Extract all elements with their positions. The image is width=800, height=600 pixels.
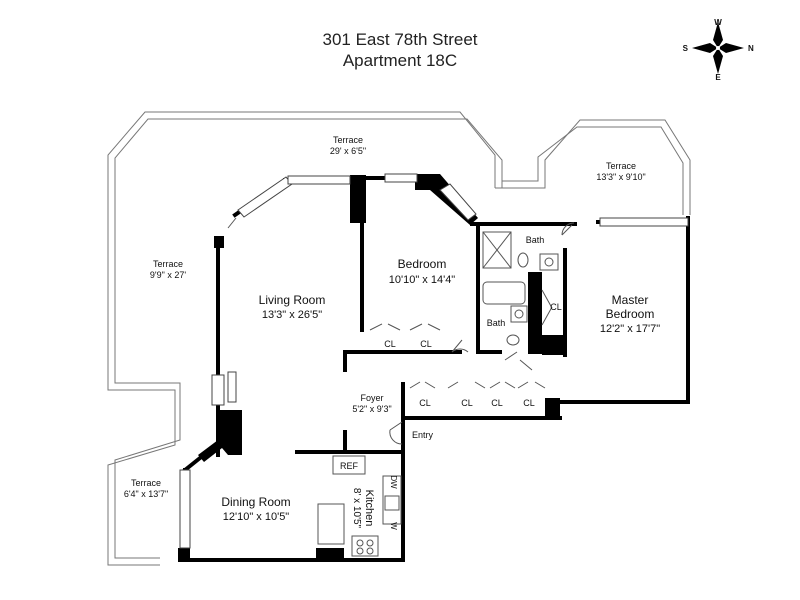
terrace-right-name: Terrace: [606, 161, 636, 171]
refrigerator-label: REF: [340, 461, 359, 471]
door-swings: [227, 217, 575, 445]
terrace-left-name: Terrace: [153, 259, 183, 269]
terrace-top-name: Terrace: [333, 135, 363, 145]
master-bedroom-name-1: Master: [612, 293, 649, 307]
living-room-name: Living Room: [259, 293, 326, 307]
master-bedroom-dims: 12'2" x 17'7": [600, 323, 660, 335]
bath-upper-label: Bath: [526, 235, 545, 245]
closet-hall-2: CL: [461, 398, 473, 408]
bath-fixtures: [482, 231, 559, 346]
bedroom-name: Bedroom: [398, 257, 447, 271]
compass-west: W: [714, 18, 722, 27]
compass-north: N: [748, 44, 754, 53]
plan-address: 301 East 78th Street: [322, 30, 478, 49]
kitchen-fixtures: [317, 455, 402, 557]
terrace-right-dims: 13'3" x 9'10": [596, 172, 645, 182]
master-bedroom-name-2: Bedroom: [606, 307, 655, 321]
washer-label: W: [389, 522, 398, 530]
foyer-name: Foyer: [360, 393, 383, 403]
terrace-top-dims: 29' x 6'5": [330, 146, 366, 156]
closet-master: CL: [550, 302, 562, 312]
dining-room-dims: 12'10" x 10'5": [223, 511, 290, 523]
compass-icon: W E N S: [683, 18, 754, 82]
terrace-bottom-left-dims: 6'4" x 13'7": [124, 489, 168, 499]
plan-unit: Apartment 18C: [342, 51, 458, 70]
bedroom-dims: 10'10" x 14'4": [389, 274, 456, 286]
compass-south: S: [683, 44, 689, 53]
closet-bedroom-2: CL: [420, 339, 432, 349]
closet-hall-1: CL: [419, 398, 431, 408]
closet-hall-3: CL: [491, 398, 503, 408]
terrace-bottom-left-name: Terrace: [131, 478, 161, 488]
compass-east: E: [715, 73, 721, 82]
terrace-left-dims: 9'9" x 27': [150, 270, 186, 280]
bath-lower-label: Bath: [487, 318, 506, 328]
terrace-outline: [107, 111, 691, 566]
foyer-dims: 5'2" x 9'3": [352, 404, 391, 414]
windows: [179, 173, 689, 549]
closet-bedroom-1: CL: [384, 339, 396, 349]
kitchen-dims: 8' x 10'5": [351, 488, 362, 529]
closet-hall-4: CL: [523, 398, 535, 408]
entry-label: Entry: [412, 430, 434, 440]
living-room-dims: 13'3" x 26'5": [262, 309, 322, 321]
kitchen-name: Kitchen: [363, 490, 375, 527]
dishwasher-label: DW: [389, 475, 398, 489]
dining-room-name: Dining Room: [221, 495, 290, 509]
